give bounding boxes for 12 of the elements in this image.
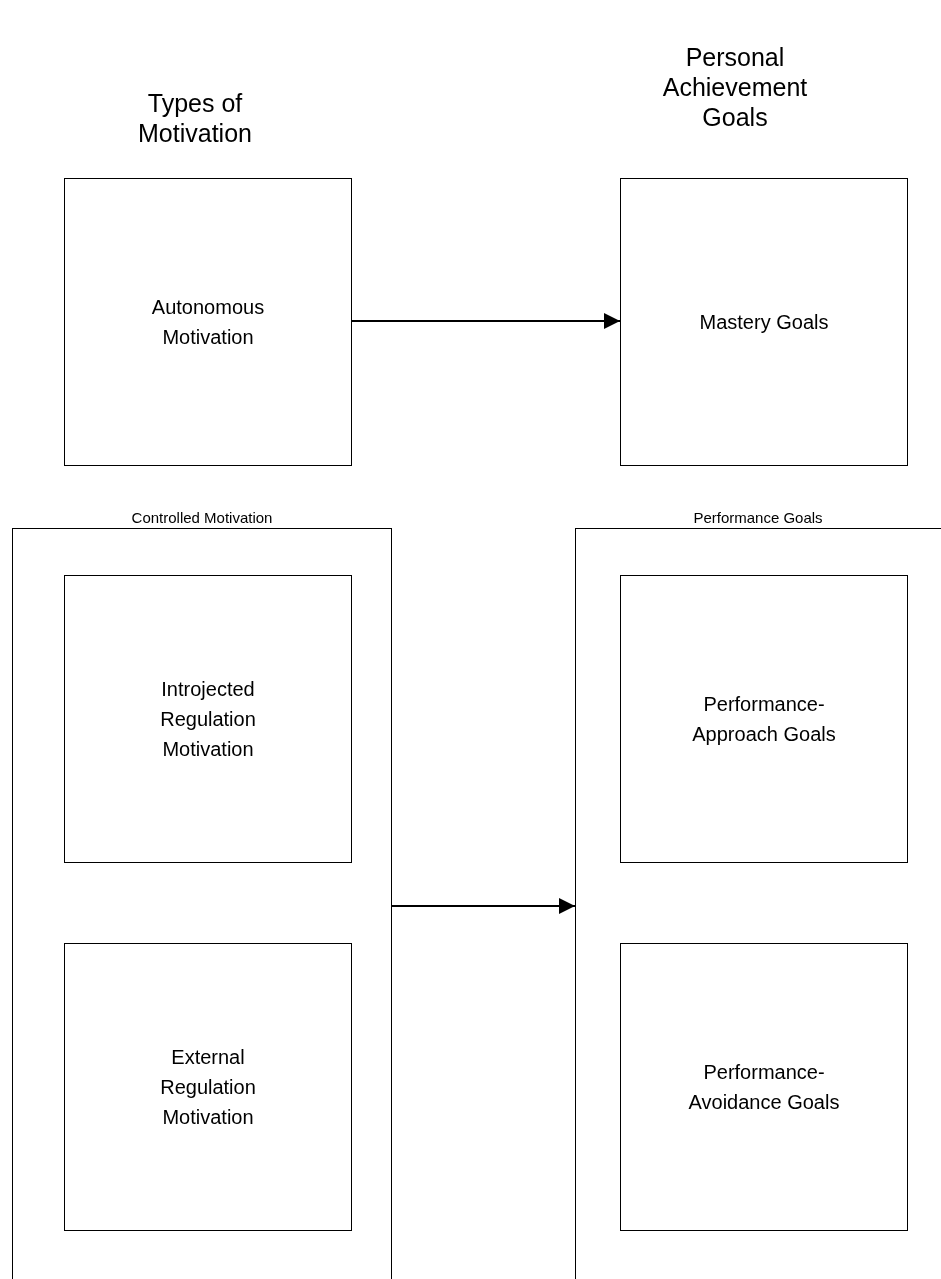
- arrow: [351, 313, 621, 329]
- concept-box: Performance- Avoidance Goals: [620, 943, 908, 1231]
- column-heading: Personal Achievement Goals: [661, 42, 809, 132]
- group-heading: Controlled Motivation: [130, 508, 274, 528]
- concept-box: External Regulation Motivation: [64, 943, 352, 1231]
- column-heading: Types of Motivation: [137, 88, 253, 148]
- concept-box: Mastery Goals: [620, 178, 908, 466]
- concept-box: Autonomous Motivation: [64, 178, 352, 466]
- concept-box: Introjected Regulation Motivation: [64, 575, 352, 863]
- concept-box: Performance- Approach Goals: [620, 575, 908, 863]
- arrow: [391, 898, 576, 914]
- group-heading: Performance Goals: [692, 508, 824, 528]
